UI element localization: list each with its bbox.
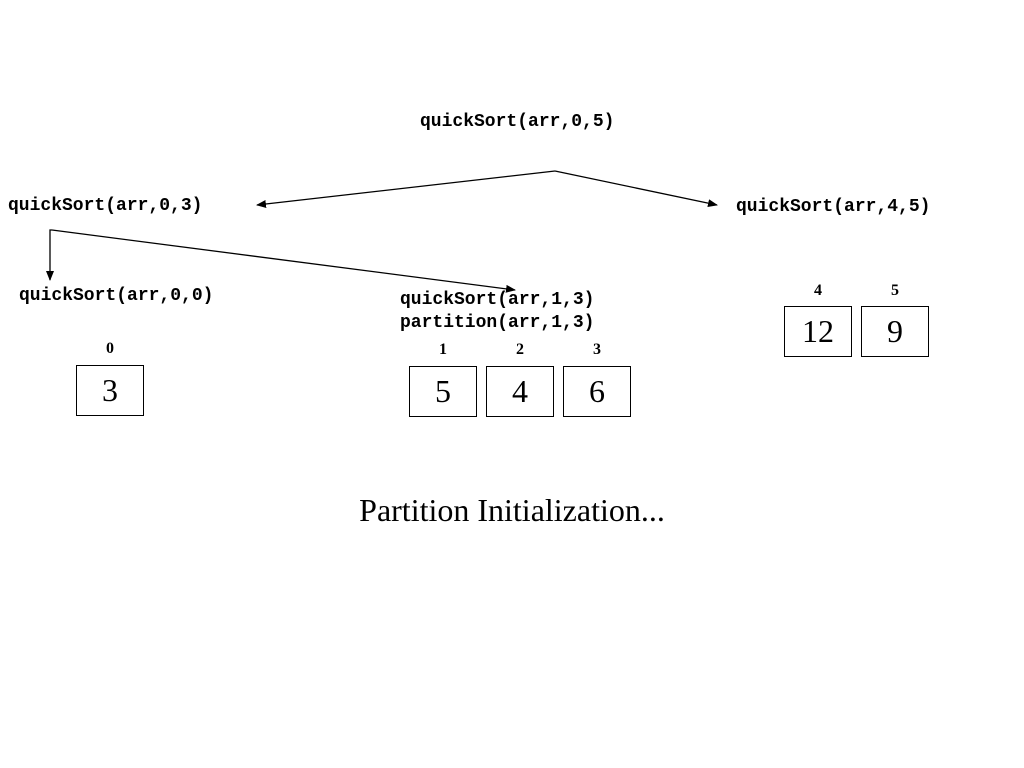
call-left-left: quickSort(arr,0,0): [19, 286, 214, 306]
array-cell: 9: [861, 306, 929, 357]
array-index: 5: [891, 282, 899, 299]
arrow-left-to-left-right: [51, 229, 516, 293]
slide-caption: Partition Initialization...: [359, 492, 665, 528]
arrow-root-to-right: [554, 170, 718, 208]
arrow-left-to-left-left: [46, 229, 54, 281]
call-left: quickSort(arr,0,3): [8, 196, 203, 216]
array-index: 1: [439, 341, 447, 358]
array-index: 4: [814, 282, 822, 299]
array-index: 0: [106, 340, 114, 357]
array-cell: 5: [409, 366, 477, 417]
call-right: quickSort(arr,4,5): [736, 197, 931, 217]
array-index: 3: [593, 341, 601, 358]
arrow-root-to-left: [256, 170, 556, 208]
array-cell: 6: [563, 366, 631, 417]
call-left-right-partition: partition(arr,1,3): [400, 313, 595, 333]
call-root: quickSort(arr,0,5): [420, 112, 615, 132]
array-index: 2: [516, 341, 524, 358]
array-cell: 12: [784, 306, 852, 357]
array-cell: 3: [76, 365, 144, 416]
call-left-right: quickSort(arr,1,3): [400, 290, 595, 310]
array-cell: 4: [486, 366, 554, 417]
